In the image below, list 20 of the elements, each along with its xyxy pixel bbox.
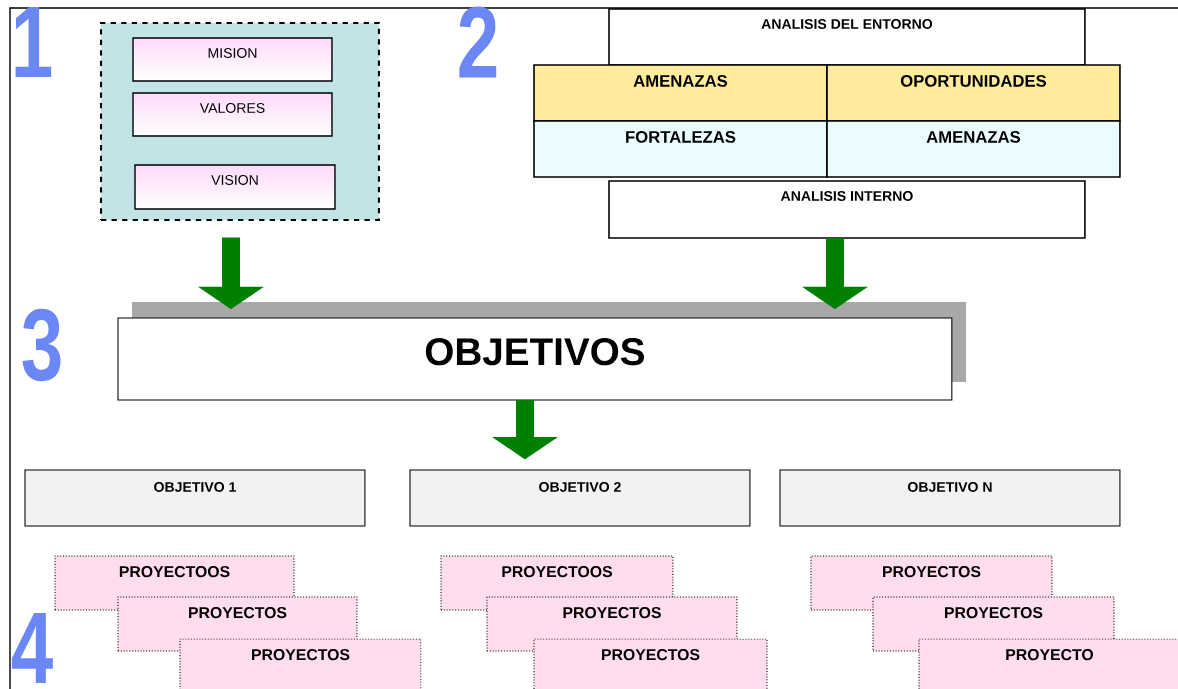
swot-cell: FORTALEZAS (533, 120, 828, 178)
swot-cell: AMENAZAS (533, 64, 828, 122)
step-number: 1 (15, 6, 52, 78)
objectives-box: OBJETIVOS (117, 302, 966, 401)
objective-box: OBJETIVO N (779, 469, 1121, 527)
step-number: 4 (11, 612, 53, 684)
analysis-box: ANALISIS INTERNO (608, 180, 1086, 239)
project-box: PROYECTO (918, 638, 1178, 689)
step-number: 3 (22, 308, 61, 382)
statement-box: VALORES (132, 92, 333, 137)
project-box: PROYECTOS (179, 638, 422, 689)
swot-cell: OPORTUNIDADES (826, 64, 1121, 122)
objective-box: OBJETIVO 2 (409, 469, 751, 527)
analysis-box: ANALISIS DEL ENTORNO (608, 8, 1086, 66)
objective-box: OBJETIVO 1 (24, 469, 366, 527)
step-number: 2 (459, 6, 497, 78)
swot-cell: AMENAZAS (826, 120, 1121, 178)
statement-box: MISION (132, 37, 333, 82)
statement-box: VISION (134, 164, 336, 210)
project-box: PROYECTOS (533, 638, 768, 689)
